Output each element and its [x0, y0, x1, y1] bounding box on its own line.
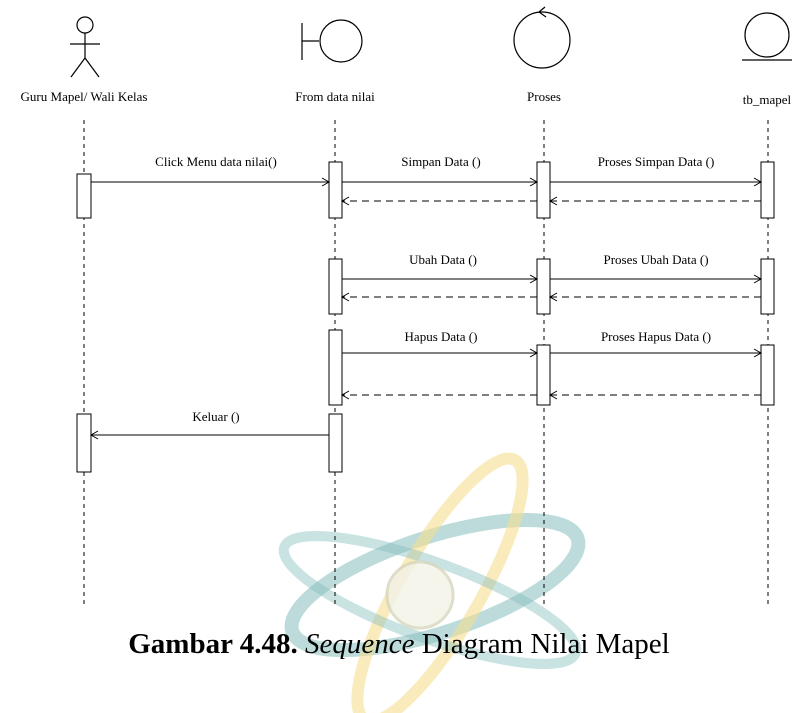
activation-control-1	[536, 161, 551, 219]
watermark-logo	[278, 452, 586, 713]
message-label-keluar: Keluar ()	[192, 409, 239, 424]
message-label-hapus: Hapus Data ()	[405, 329, 478, 344]
caption-number: Gambar 4.48.	[128, 628, 298, 660]
message-label-click-menu: Click Menu data nilai()	[155, 154, 277, 169]
activation-entity-1	[760, 161, 775, 219]
actor-icon	[70, 16, 100, 78]
activation-boundary-1	[328, 161, 343, 219]
participant-label-entity: tb_mapel	[743, 92, 792, 107]
participant-label-actor: Guru Mapel/ Wali Kelas	[21, 89, 148, 104]
activation-entity-3	[760, 344, 775, 406]
boundary-icon	[301, 19, 363, 63]
entity-icon	[742, 12, 792, 61]
activation-boundary-4	[328, 413, 343, 473]
activation-control-3	[536, 344, 551, 406]
caption-rest: Diagram Nilai Mapel	[414, 628, 670, 660]
control-icon	[513, 6, 571, 69]
activation-control-2	[536, 258, 551, 315]
message-label-proses-ubah: Proses Ubah Data ()	[603, 252, 708, 267]
watermark-orbit-teal-2	[278, 531, 582, 669]
message-label-proses-hapus: Proses Hapus Data ()	[601, 329, 711, 344]
message-label-proses-simpan: Proses Simpan Data ()	[598, 154, 715, 169]
watermark-orbit-teal	[284, 512, 586, 658]
activation-actor-1	[76, 173, 92, 219]
activation-boundary-2	[328, 258, 343, 315]
figure-caption: Gambar 4.48. Sequence Diagram Nilai Mape…	[0, 628, 798, 661]
activation-entity-2	[760, 258, 775, 315]
participant-label-control: Proses	[527, 89, 561, 104]
message-label-ubah: Ubah Data ()	[409, 252, 477, 267]
message-label-simpan: Simpan Data ()	[401, 154, 480, 169]
caption-italic: Sequence	[304, 628, 415, 660]
activation-boundary-3	[328, 329, 343, 406]
activation-actor-2	[76, 413, 92, 473]
watermark-globe-icon	[385, 560, 455, 630]
participant-label-boundary: From data nilai	[295, 89, 375, 104]
